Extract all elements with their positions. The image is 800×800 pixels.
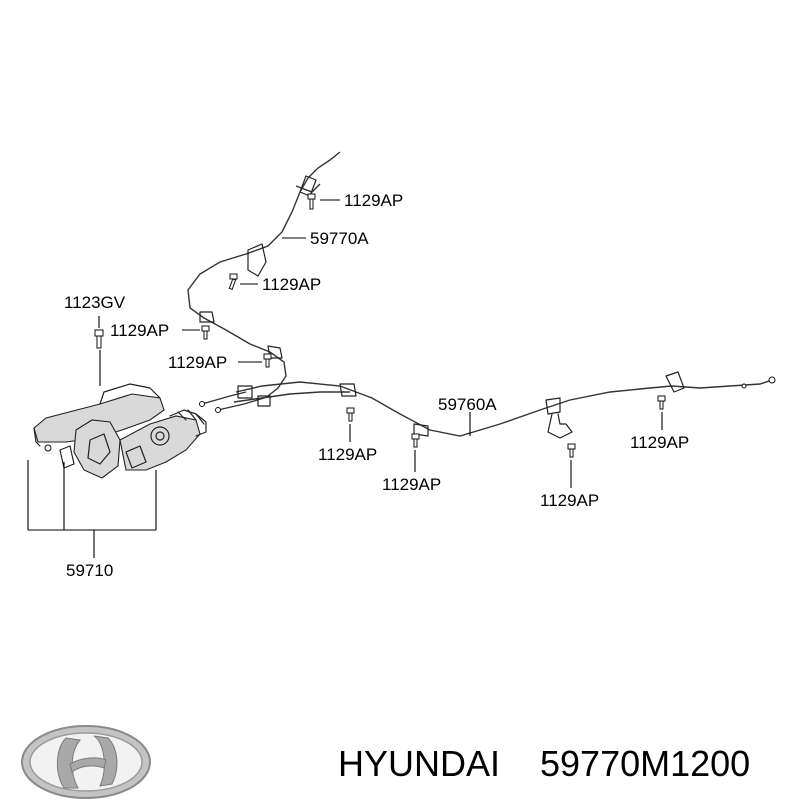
cable-59770a <box>187 151 341 397</box>
label-1129ap-mid: 1129AP <box>262 275 321 294</box>
bolt-1129ap-mid <box>228 273 238 291</box>
bolt-1129ap-b3 <box>567 443 576 458</box>
bolt-1129ap-right <box>657 395 666 410</box>
label-59770a: 59770A <box>310 229 369 248</box>
cable-59760a <box>233 371 776 439</box>
label-1129ap-lever: 1129AP <box>110 321 169 340</box>
bolt-1129ap-center <box>263 353 272 368</box>
label-1123gv: 1123GV <box>64 293 126 312</box>
parking-brake-lever <box>33 383 207 479</box>
footer-part-number: 59770M1200 <box>540 743 750 784</box>
hyundai-logo <box>21 725 151 799</box>
bolt-1129ap-b2 <box>411 433 420 448</box>
callout-labels: 1129AP 59770A 1129AP 1123GV 1129AP 1129A… <box>64 191 689 580</box>
bolt-1129ap-b1 <box>346 407 355 422</box>
label-59710: 59710 <box>66 561 113 580</box>
label-1129ap-right: 1129AP <box>630 433 689 452</box>
bolt-1123gv <box>94 329 104 349</box>
leader-lines <box>27 199 663 558</box>
bolt-1129ap-top <box>307 193 316 210</box>
equalizer-assembly <box>199 385 271 413</box>
label-59760a: 59760A <box>438 395 497 414</box>
label-1129ap-b3: 1129AP <box>540 491 599 510</box>
label-1129ap-top: 1129AP <box>344 191 403 210</box>
footer-brand: HYUNDAI <box>338 743 500 784</box>
bolt-1129ap-lever <box>201 325 210 340</box>
label-1129ap-b2: 1129AP <box>382 475 441 494</box>
label-1129ap-center: 1129AP <box>168 353 227 372</box>
label-1129ap-b1: 1129AP <box>318 445 377 464</box>
bolts <box>94 193 666 458</box>
